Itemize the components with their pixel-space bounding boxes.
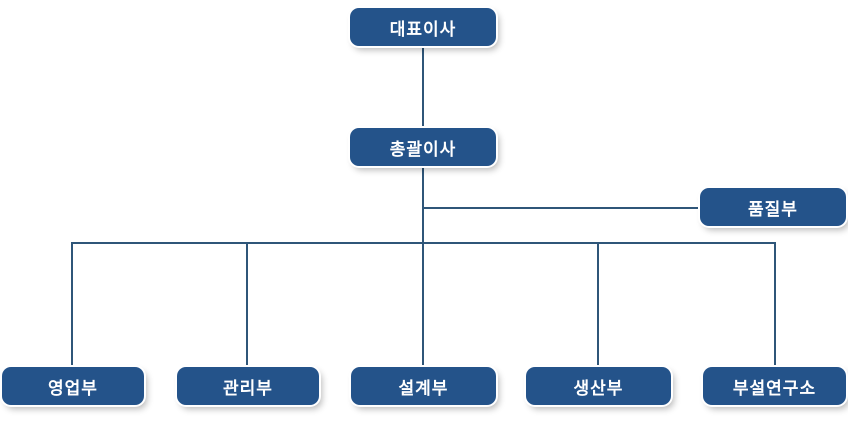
connector-drop-production bbox=[597, 243, 599, 367]
connector-drop-admin bbox=[246, 243, 248, 367]
org-node-admin-dept: 관리부 bbox=[177, 367, 319, 405]
org-node-production-dept: 생산부 bbox=[526, 367, 671, 405]
connector-drop-sales bbox=[71, 243, 73, 367]
connector-executive-to-quality bbox=[423, 207, 700, 209]
org-node-design-dept: 설계부 bbox=[351, 367, 496, 405]
connector-executive-trunk bbox=[422, 166, 424, 367]
connector-departments-branch bbox=[71, 242, 776, 244]
org-node-sales-dept: 영업부 bbox=[2, 367, 144, 405]
org-node-quality-dept: 품질부 bbox=[700, 188, 846, 226]
org-node-ceo: 대표이사 bbox=[350, 8, 496, 46]
connector-drop-research bbox=[774, 243, 776, 367]
org-node-research-institute: 부설연구소 bbox=[703, 367, 846, 405]
org-node-executive-director: 총괄이사 bbox=[350, 128, 496, 166]
connector-ceo-to-executive bbox=[422, 46, 424, 128]
